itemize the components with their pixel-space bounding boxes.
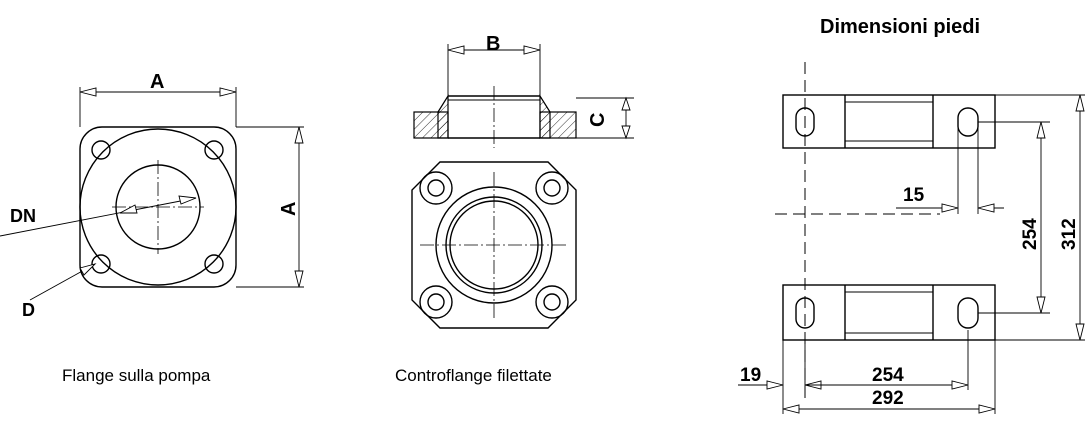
caption-counterflange: Controflange filettate (395, 366, 552, 385)
feet-dimensions-view: Dimensioni piedi (738, 16, 1085, 414)
dim-312-vertical: 312 (1059, 218, 1080, 250)
dim-292-horizontal: 292 (872, 388, 904, 409)
dim-15: 15 (903, 185, 925, 206)
label-d: D (22, 300, 35, 320)
dim-19: 19 (740, 365, 761, 386)
dim-254-horizontal: 254 (872, 365, 904, 386)
dim-label-c: C (587, 113, 609, 127)
foot-lower (782, 284, 996, 341)
flange-outer-circle (79, 128, 237, 286)
dim-254-vertical: 254 (1020, 218, 1041, 250)
label-dn: DN (10, 206, 36, 226)
caption-pump-flange: Flange sulla pompa (62, 366, 211, 385)
bolt-hole (204, 254, 224, 274)
dim-label-a-top: A (150, 71, 164, 93)
foot-upper (782, 94, 996, 149)
bolt-hole (91, 140, 111, 160)
feet-title: Dimensioni piedi (820, 16, 980, 38)
pump-flange-view: A A DN D Flange sulla pompa (0, 71, 304, 385)
bolt-hole (91, 254, 111, 274)
dim-label-a-side: A (278, 202, 300, 216)
bolt-hole (204, 140, 224, 160)
counterflange-body (411, 161, 577, 329)
counterflange-view: B C Controflange filettate (395, 33, 634, 385)
dim-label-b: B (486, 33, 500, 55)
